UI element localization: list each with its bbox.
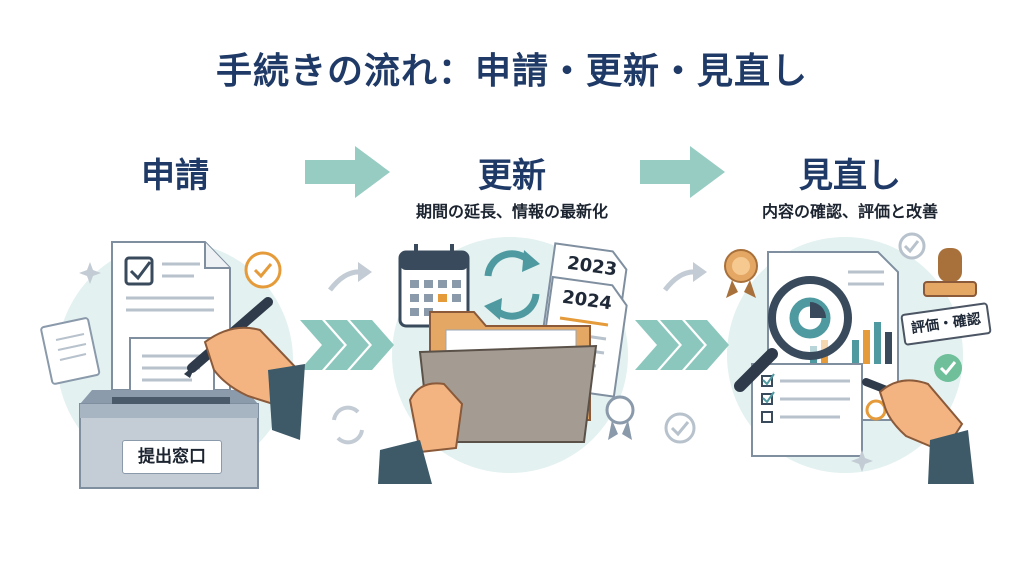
hand-icon xyxy=(378,382,464,484)
check-circle-icon xyxy=(664,412,696,444)
step-renew-subtitle: 期間の延長、情報の最新化 xyxy=(415,202,608,221)
hand-icon xyxy=(878,379,974,484)
page-title: 手続きの流れ：申請・更新・見直し xyxy=(215,51,808,92)
award-badge-icon xyxy=(605,395,635,440)
checklist-document xyxy=(751,363,863,457)
step-review-title: 見直し xyxy=(799,156,901,196)
refresh-icon xyxy=(332,405,364,445)
folder-icon xyxy=(418,311,598,443)
curved-arrow-icon xyxy=(663,269,698,292)
document-icon xyxy=(40,317,101,385)
magnifier-icon xyxy=(734,276,852,392)
stamp-icon xyxy=(923,248,977,297)
step-renew-title: 更新 xyxy=(478,156,546,196)
step-apply-title: 申請 xyxy=(141,156,209,196)
flow-arrow-top-2 xyxy=(640,146,725,198)
hand-icon xyxy=(203,326,305,440)
chevron-arrow-2 xyxy=(635,320,729,370)
check-circle-icon xyxy=(898,232,926,260)
step-review-subtitle: 内容の確認、評価と改善 xyxy=(761,202,938,221)
sparkle-icon xyxy=(851,450,873,472)
submission-window-label: 提出窓口 xyxy=(122,440,222,474)
check-badge-icon xyxy=(244,251,282,289)
sparkle-icon xyxy=(79,262,101,284)
calendar-icon xyxy=(398,244,470,328)
check-circle-icon xyxy=(934,354,962,382)
chevron-arrow-1 xyxy=(300,320,394,370)
rosette-icon xyxy=(724,249,758,298)
curved-arrow-icon xyxy=(328,269,363,292)
flow-arrow-top-1 xyxy=(305,146,390,198)
